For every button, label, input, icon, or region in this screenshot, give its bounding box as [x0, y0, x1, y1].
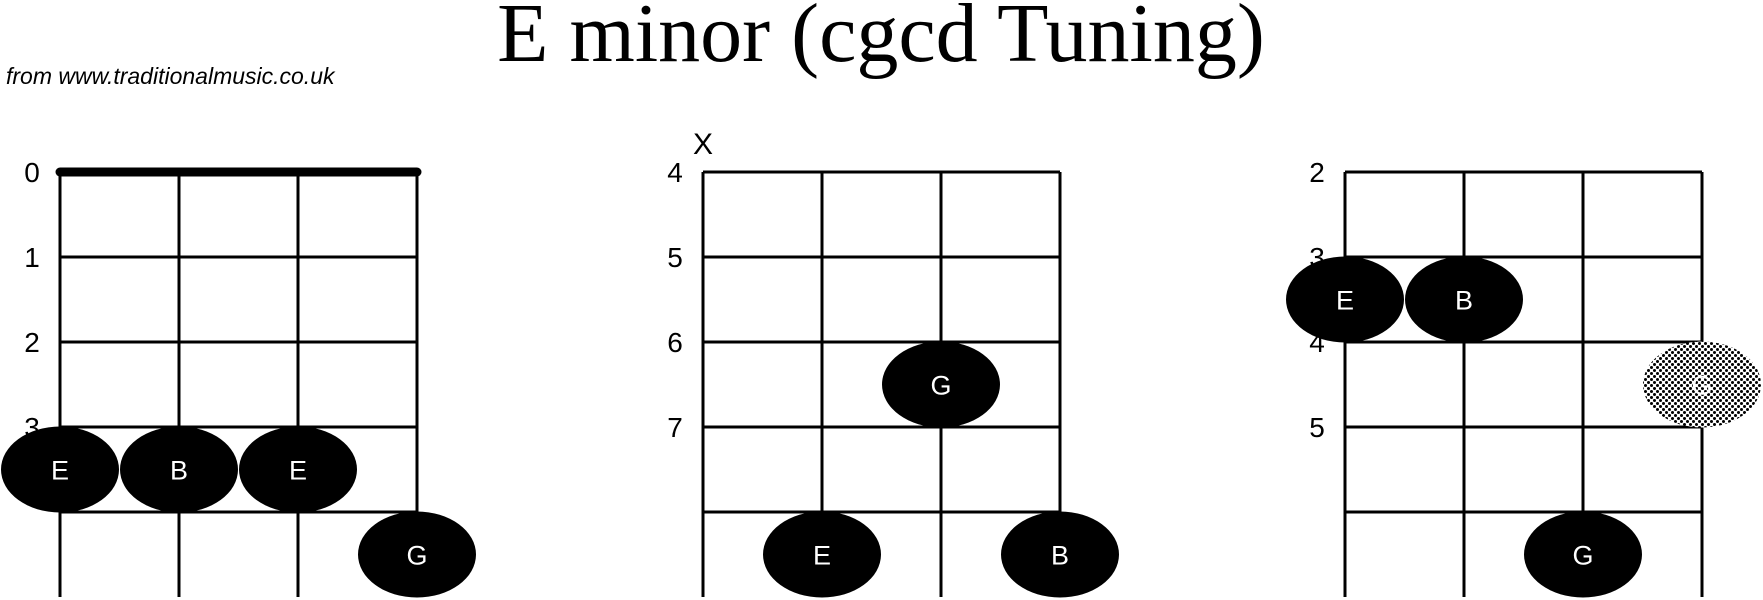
finger-dot-marker: [763, 511, 881, 598]
finger-dot-marker: [1286, 256, 1404, 343]
chord-diagram-2: 4 5 6 7 X G E B: [667, 128, 1119, 598]
fret-number: 5: [1309, 412, 1325, 443]
fret-number: 2: [1309, 157, 1325, 188]
finger-dot-note: E: [51, 456, 69, 486]
finger-dot: G: [1524, 511, 1642, 598]
finger-dot-marker: [1643, 341, 1761, 428]
finger-dot: B: [1001, 511, 1119, 598]
finger-dot: B: [1405, 256, 1523, 343]
finger-dot: E: [763, 511, 881, 598]
source-credit: from www.traditionalmusic.co.uk: [6, 63, 336, 89]
fretboard-grid: [1343, 170, 1704, 597]
fret-number: 5: [667, 242, 683, 273]
finger-dot-note: E: [289, 456, 307, 486]
finger-dot: G: [882, 341, 1000, 428]
fretboard-grid: [701, 170, 1062, 597]
finger-dot-note: B: [1051, 541, 1069, 571]
finger-dot-marker: [1405, 256, 1523, 343]
fret-number: 1: [24, 242, 40, 273]
finger-dot: G: [358, 511, 476, 598]
fret-number: 6: [667, 327, 683, 358]
finger-dot: E: [1286, 256, 1404, 343]
fretboard-grid: [55, 167, 422, 597]
finger-dot-marker: [120, 426, 238, 513]
finger-dot-marker: [882, 341, 1000, 428]
finger-dot-note: B: [170, 456, 188, 486]
finger-dot-note: E: [1336, 286, 1354, 316]
fret-number: 2: [24, 327, 40, 358]
finger-dot-note: G: [930, 371, 951, 401]
finger-dot-marker: [1, 426, 119, 513]
finger-dot-note: E: [813, 541, 831, 571]
finger-dot-marker: [239, 426, 357, 513]
finger-dot-note: G: [406, 541, 427, 571]
muted-string-marker: X: [693, 128, 713, 161]
finger-dot-marker: [358, 511, 476, 598]
finger-dot-note: G: [1572, 541, 1593, 571]
finger-dot-marker: [1001, 511, 1119, 598]
finger-dot: G: [1643, 341, 1761, 428]
fret-number: 0: [24, 157, 40, 188]
page-title: E minor (cgcd Tuning): [497, 0, 1265, 80]
fret-number: 4: [667, 157, 683, 188]
finger-dot: E: [239, 426, 357, 513]
finger-dot: B: [120, 426, 238, 513]
finger-dot-note: G: [1691, 371, 1712, 401]
finger-dot-note: B: [1455, 286, 1473, 316]
finger-dot: E: [1, 426, 119, 513]
finger-dot-marker: [1524, 511, 1642, 598]
fret-number: 7: [667, 412, 683, 443]
